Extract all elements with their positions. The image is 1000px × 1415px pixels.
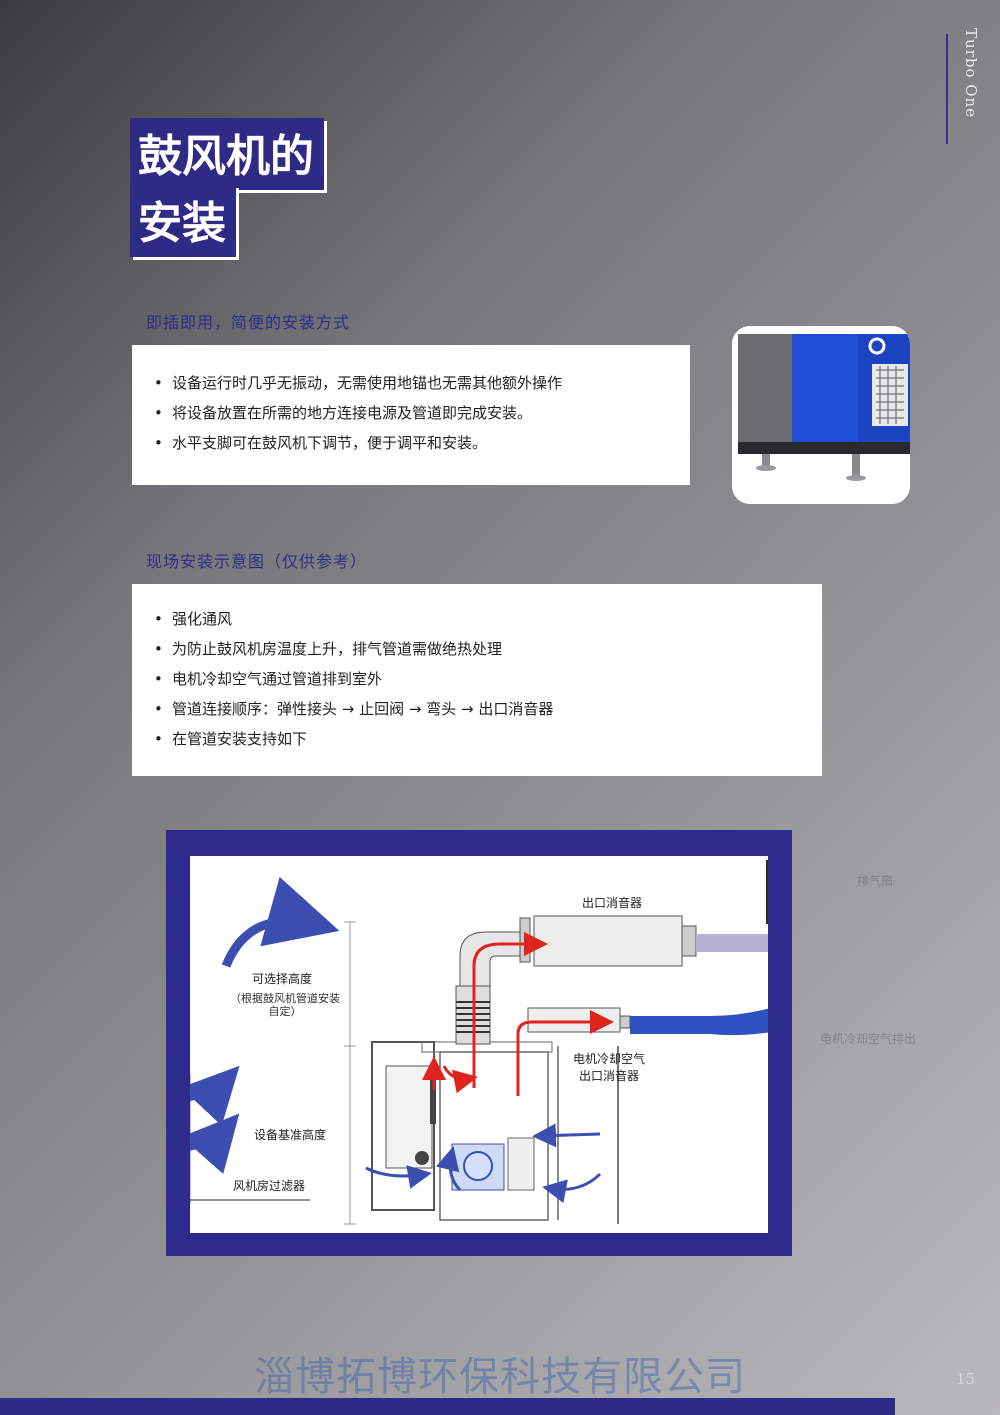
label-base-height: 设备基准高度: [253, 1128, 326, 1142]
installation-diagram: 出口消音器 可选择高度 （根据鼓风机管道安装自定） 电机冷却空气 出口消音器 设…: [190, 856, 768, 1233]
section1-list: 设备运行时几乎无振动，无需使用地锚也无需其他额外操作 将设备放置在所需的地方连接…: [154, 368, 562, 458]
list-item: 管道连接顺序：弹性接头 → 止回阀 → 弯头 → 出口消音器: [154, 694, 553, 724]
list-item: 强化通风: [154, 604, 553, 634]
section2-heading: 现场安装示意图（仅供参考）: [146, 552, 368, 571]
page-number: 15: [956, 1370, 976, 1388]
section1-panel: 设备运行时几乎无振动，无需使用地锚也无需其他额外操作 将设备放置在所需的地方连接…: [132, 345, 690, 485]
bottom-accent-bar: [0, 1398, 895, 1415]
section2-list: 强化通风 为防止鼓风机房温度上升，排气管道需做绝热处理 电机冷却空气通过管道排到…: [154, 604, 553, 754]
page-title-line2: 安装: [130, 185, 236, 257]
section1-heading: 即插即用，简便的安装方式: [146, 313, 351, 332]
label-motor-cooling-silencer-line1: 电机冷却空气: [572, 1052, 645, 1066]
list-item: 水平支脚可在鼓风机下调节，便于调平和安装。: [154, 428, 562, 458]
company-watermark: 淄博拓博环保科技有限公司: [254, 1354, 746, 1400]
section2-panel: 强化通风 为防止鼓风机房温度上升，排气管道需做绝热处理 电机冷却空气通过管道排到…: [132, 584, 822, 776]
list-item: 为防止鼓风机房温度上升，排气管道需做绝热处理: [154, 634, 553, 664]
list-item: 将设备放置在所需的地方连接电源及管道即完成安装。: [154, 398, 562, 428]
diagram-drawing: [190, 860, 768, 1225]
machine-foot-photo: [732, 326, 910, 504]
label-motor-cooling-silencer-line2: 出口消音器: [578, 1069, 639, 1083]
machine-illustration: [732, 326, 910, 504]
list-item: 在管道安装支持如下: [154, 724, 553, 754]
label-optional-height: 可选择高度: [251, 972, 312, 986]
list-item: 电机冷却空气通过管道排到室外: [154, 664, 553, 694]
list-item: 设备运行时几乎无振动，无需使用地锚也无需其他额外操作: [154, 368, 562, 398]
page-title-line1: 鼓风机的: [130, 118, 324, 190]
label-room-filter: 风机房过滤器: [232, 1179, 305, 1193]
label-outlet-silencer: 出口消音器: [581, 896, 642, 910]
side-brand: Turbo One: [962, 28, 980, 119]
label-motor-cooling-exhaust: 电机冷却空气排出: [820, 1032, 917, 1046]
side-accent-line: [946, 34, 948, 144]
label-exhaust-fan: 排气扇: [857, 874, 894, 888]
label-optional-height-note: （根据鼓风机管道安装自定）: [230, 992, 340, 1018]
